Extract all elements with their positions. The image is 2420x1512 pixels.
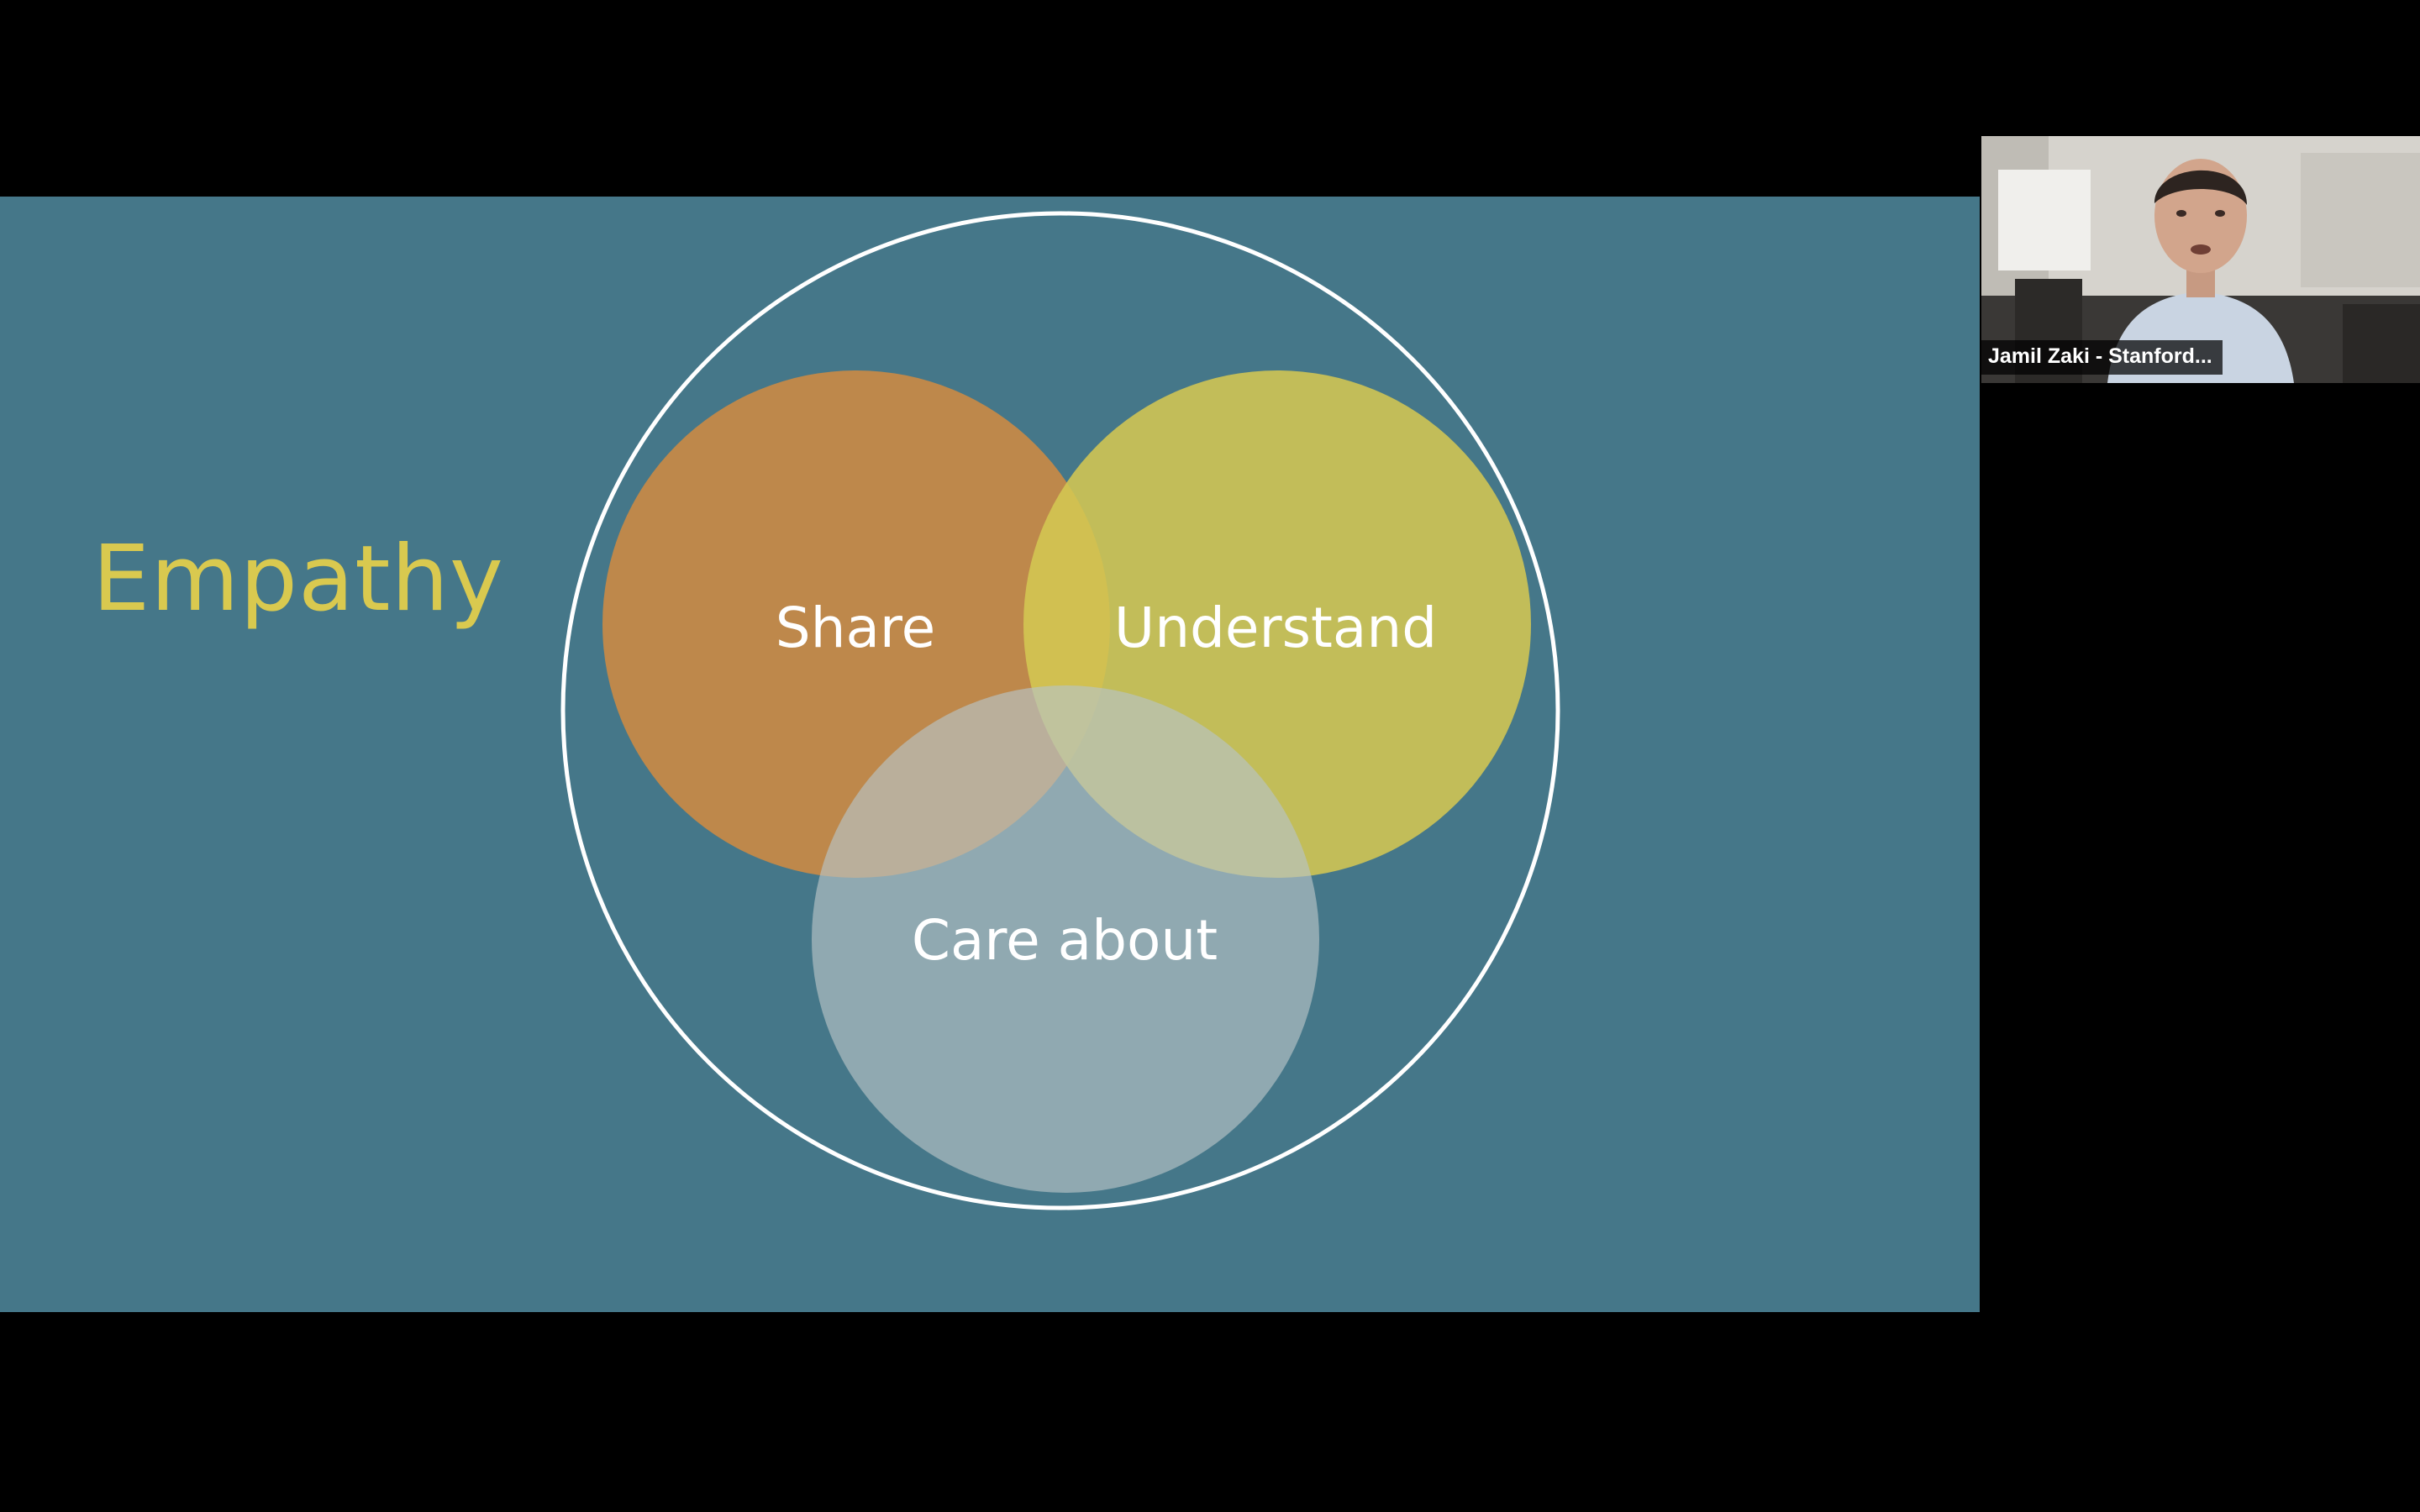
- outer-ring: [560, 211, 1560, 1210]
- share-label: Share: [776, 596, 935, 660]
- slide-title: Empathy: [92, 527, 504, 632]
- understand-label: Understand: [1114, 596, 1437, 660]
- care-about-circle: [812, 685, 1319, 1193]
- participant-name-label: Jamil Zaki - Stanford...: [1981, 339, 2223, 375]
- care-about-label: Care about: [912, 908, 1218, 973]
- participant-video-tile[interactable]: Jamil Zaki - Stanford...: [1981, 136, 2420, 383]
